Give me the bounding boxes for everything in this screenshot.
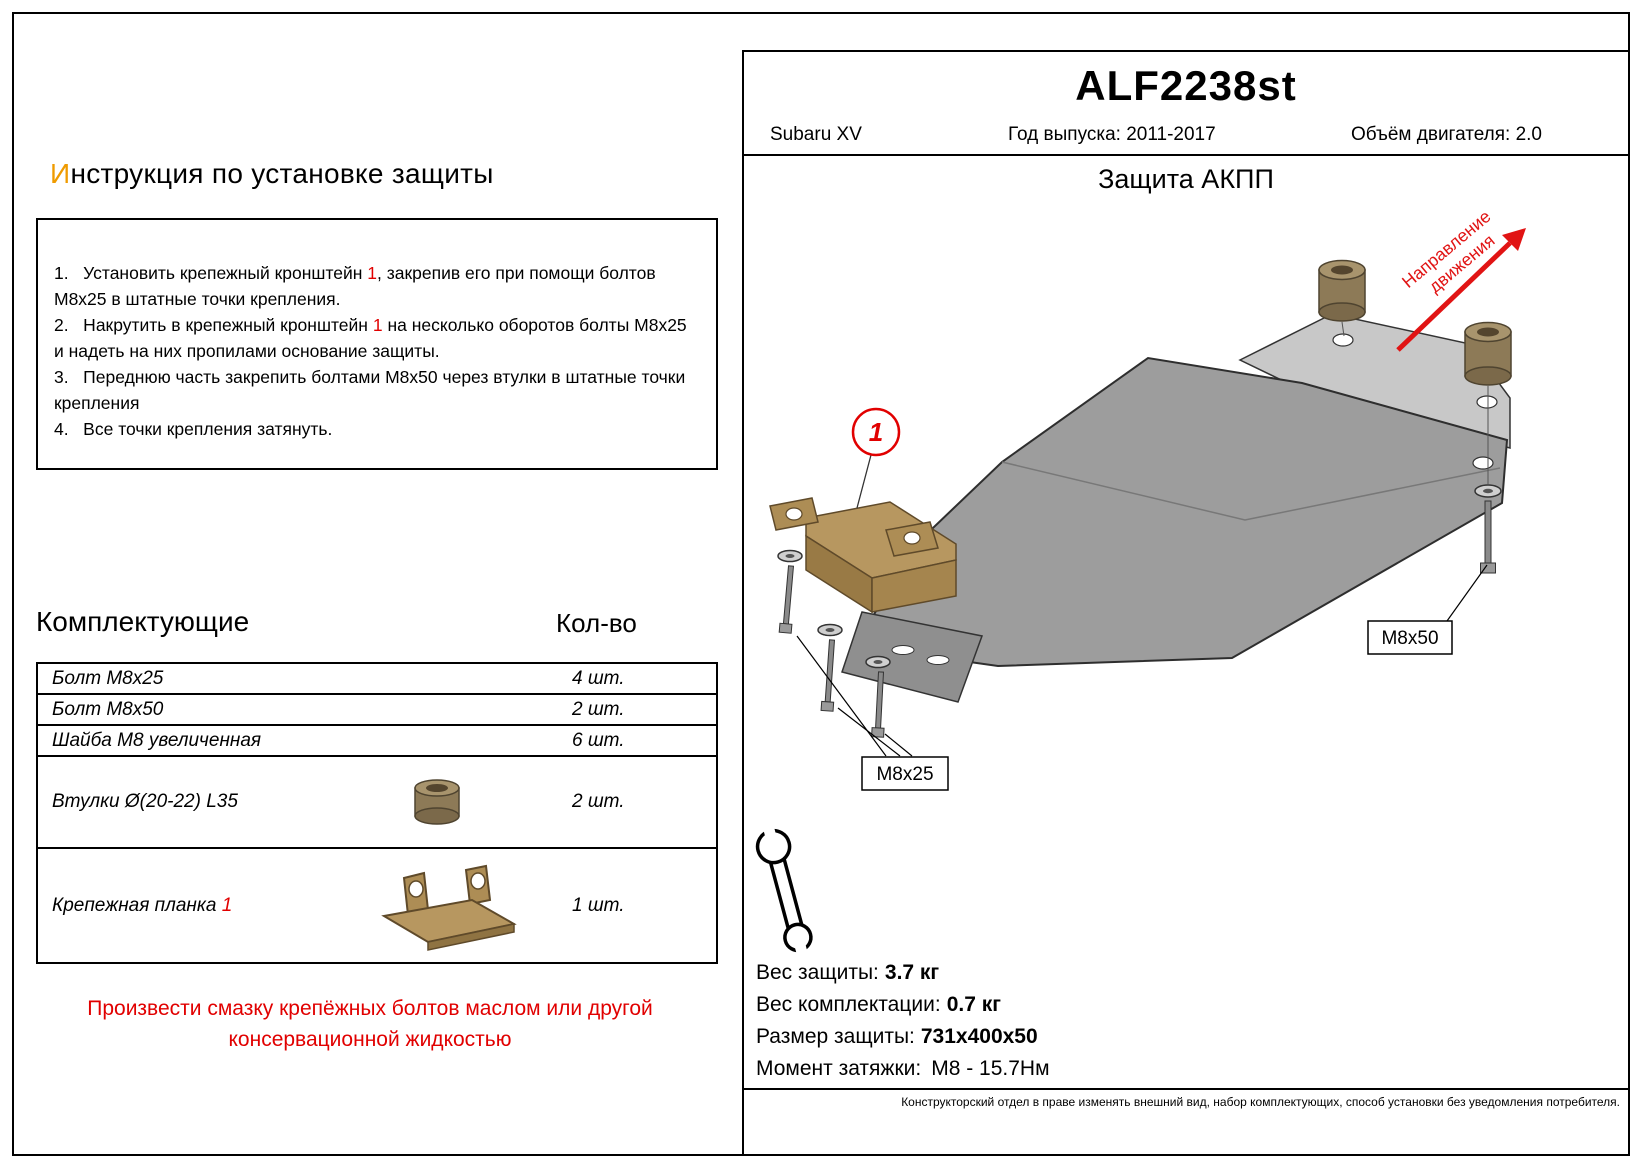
mounting-bracket [769, 497, 957, 614]
part-qty: 4 шт. [572, 667, 625, 689]
spec-row-kit-weight: Вес комплектации:0.7 кг [756, 989, 1050, 1021]
footnote-divider [744, 1088, 1628, 1090]
spec-value: 731x400x50 [920, 1025, 1038, 1048]
spec-label: Размер защиты: [756, 1025, 915, 1048]
spec-row-weight: Вес защиты:3.7 кг [756, 957, 1050, 989]
title-first-letter: И [50, 158, 71, 189]
part-name: Втулки Ø(20-22) L35 [52, 791, 238, 812]
spec-label: Вес защиты: [756, 961, 879, 984]
part-qty: 6 шт. [572, 729, 625, 751]
spec-row-size: Размер защиты:731x400x50 [756, 1021, 1050, 1053]
part-row-washer-m8: Шайба М8 увеличенная 6 шт. [38, 724, 716, 755]
bolt-assembly-2 [817, 623, 843, 712]
part-name: Болт М8х25 [52, 667, 164, 689]
model-code: ALF2238st [1075, 62, 1297, 109]
bracket-icon [381, 864, 517, 951]
grease-note: Произвести смазку крепёжных болтов масло… [87, 997, 653, 1051]
parts-table: Болт М8х25 4 шт. Болт М8х50 2 шт. Шайба … [36, 662, 718, 964]
spec-value: 3.7 кг [884, 961, 940, 984]
legal-footnote: Конструкторский отдел в праве изменять в… [901, 1095, 1620, 1109]
installation-steps-box: 1. Установить крепежный кронштейн 1, зак… [36, 218, 718, 470]
step-2-part-ref: 1 [372, 315, 383, 335]
document-title: Инструкция по установке защиты [50, 158, 494, 190]
slotted-flap [841, 611, 984, 703]
callout-1: 1 [851, 407, 901, 509]
svg-text:1: 1 [869, 417, 883, 447]
vehicle-info-row: Subaru XV Год выпуска: 2011-2017 Объём д… [744, 116, 1628, 156]
part-name: Шайба М8 увеличенная [52, 729, 262, 751]
spec-label: Вес комплектации: [756, 993, 941, 1016]
bolt-assembly-3 [865, 655, 891, 738]
car-model: Subaru XV [770, 124, 862, 145]
bracket-part-ref: 1 [221, 894, 233, 916]
part-row-bushings: Втулки Ø(20-22) L35 2 шт. [38, 755, 716, 847]
step-3: 3. Переднюю часть закрепить болтами М8х5… [54, 367, 686, 413]
step-2: 2. Накрутить в крепежный кронштейн 1 на … [54, 315, 687, 361]
bolt-assembly-m8x50 [1474, 484, 1502, 574]
part-row-bolt-m8x50: Болт М8х50 2 шт. [38, 693, 716, 724]
parts-table-header: Комплектующие Кол-во [36, 606, 718, 638]
bushing-icon [414, 779, 460, 825]
protection-plate [854, 356, 1509, 668]
part-qty: 2 шт. [572, 791, 625, 812]
svg-text:М8х50: М8х50 [1381, 628, 1438, 649]
label-m8x25: М8х25 [796, 635, 949, 791]
part-row-bracket: Крепежная планка 1 1 шт. [38, 847, 716, 962]
wrench-icon [755, 823, 813, 962]
bolt-assembly-1 [777, 549, 803, 634]
step-4: 4. Все точки крепления затянуть. [54, 419, 333, 439]
specs-block: Вес защиты:3.7 кг Вес комплектации:0.7 к… [756, 957, 1050, 1085]
bushing-right [1464, 321, 1512, 484]
assembly-drawing: М8х25 М8х50 1 [755, 206, 1526, 962]
drawing-title: Защита АКПП [1098, 164, 1274, 194]
part-qty: 2 шт. [572, 698, 625, 720]
label-m8x50: М8х50 [1367, 564, 1488, 655]
title-rest: нструкция по установке защиты [70, 158, 494, 189]
parts-header: Комплектующие [36, 606, 250, 637]
part-name: Крепежная планка 1 [52, 894, 233, 916]
engine-volume: Объём двигателя: 2.0 [1350, 124, 1542, 145]
spec-row-torque: Момент затяжки: М8 - 15.7Нм [756, 1053, 1050, 1085]
step-1-part-ref: 1 [367, 263, 378, 283]
bushing-left [1318, 259, 1366, 337]
spec-value: 0.7 кг [946, 993, 1001, 1016]
part-qty: 1 шт. [572, 894, 625, 916]
part-row-bolt-m8x25: Болт М8х25 4 шт. [38, 664, 716, 693]
qty-header: Кол-во [556, 608, 637, 638]
year-range: Год выпуска: 2011-2017 [1008, 124, 1216, 145]
part-name: Болт М8х50 [52, 698, 164, 720]
svg-text:М8х25: М8х25 [876, 764, 933, 785]
spec-value: М8 - 15.7Нм [931, 1057, 1050, 1080]
spec-panel: ALF2238st Subaru XV Год выпуска: 2011-20… [742, 50, 1630, 1156]
spec-label: Момент затяжки: [756, 1057, 922, 1080]
step-1: 1. Установить крепежный кронштейн 1, зак… [54, 263, 656, 309]
